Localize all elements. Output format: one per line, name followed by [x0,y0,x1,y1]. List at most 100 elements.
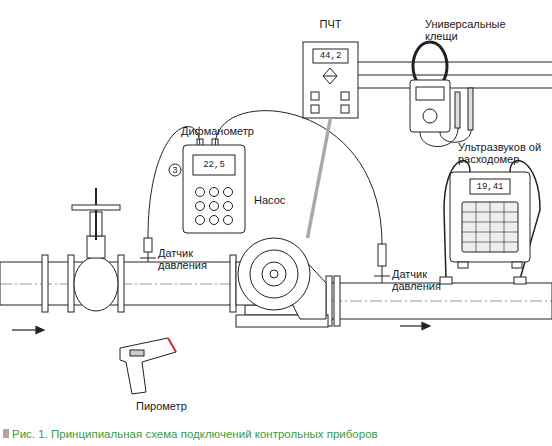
dial [423,109,437,123]
arrow-keys [323,76,337,77]
test-lead [420,128,458,147]
device-body [183,145,245,233]
centerline [330,301,552,302]
callout-number: 3 [169,165,181,175]
flange [68,255,74,312]
wire [358,62,552,63]
sensor-body [144,238,152,252]
test-probe [455,92,460,128]
pressure-sensors [140,238,390,283]
device-body [410,80,450,132]
device-heading: Насос [254,194,304,206]
foot [458,262,468,268]
sensor-valve [374,276,390,277]
sensor-valve [140,258,156,259]
key [224,202,233,211]
pump [236,238,328,327]
device-heading: ПЧТ [293,18,368,30]
pump-volute [250,250,298,298]
device-heading: Универсальные клещи [425,18,515,42]
differential-manometer: Дифманометр22,5 [183,145,245,233]
pump-impeller [262,262,286,286]
display [470,179,510,194]
key [210,188,219,197]
display-value: 44,2 [313,51,348,61]
pressure-sensor: Датчик давления [143,238,153,262]
pyrometer: Пирометр [118,338,178,394]
transducer [514,277,526,284]
transducer [440,277,452,284]
key [210,216,219,225]
flange [334,276,340,326]
flow-arrow [400,325,424,326]
key [341,105,349,113]
display [313,49,348,63]
pressure-sensor: Датчик давления [377,244,387,283]
flange [230,255,236,312]
frequency-converter: ПЧТ44,2 [303,42,358,118]
test-probe [468,88,473,130]
callout-circle [169,164,181,176]
display [193,155,235,175]
device-body [450,172,530,262]
figure-caption: Рис. 1. Принципиальная схема подключений… [12,427,378,441]
display [416,87,444,100]
power-cable [308,118,331,238]
frequency-converter [303,42,358,118]
flange [118,255,124,312]
flow-arrows [12,323,430,334]
flange [42,255,48,312]
sensor-stem [382,266,383,283]
arrow-head [422,323,430,330]
key [311,105,319,113]
clamp-meter [410,42,473,147]
pyrometer-display [130,350,144,356]
pump: Насос [240,238,330,328]
display-value: 19,41 [470,182,510,192]
valve-handwheel [72,205,120,210]
key [311,92,319,100]
wire [358,75,552,76]
valve-stem [95,188,97,240]
wire [358,88,552,89]
valve-body [74,257,118,311]
power-cable [308,118,331,238]
arrow-keys [323,68,337,84]
device-heading: Ультразвуков ой расходомер [458,141,552,165]
pyrometer-lens [168,338,176,352]
pump-volute [238,238,310,310]
pressure-tube [148,127,200,238]
ultrasonic-flowmeter: Ультразвуков ой расходомер19,41 [450,172,530,262]
ultrasonic-flowmeter [440,161,540,284]
pyrometer [120,338,176,394]
key [196,202,205,211]
display-value: 22,5 [193,160,235,170]
device-heading: Пирометр [136,400,196,412]
differential-manometer [169,139,245,233]
pressure-tube [148,127,200,238]
device-body [303,42,358,118]
key [224,216,233,225]
discharge-pipe [330,283,552,319]
foot [512,262,522,268]
test-lead [440,130,471,142]
key [224,188,233,197]
key [196,188,205,197]
flow-arrow [12,329,38,330]
device-heading: Датчик давления [392,268,440,292]
keypad [462,202,518,252]
key [196,216,205,225]
power-lines [358,62,552,88]
device-heading: Дифманометр [181,125,261,137]
key [210,202,219,211]
clamp-meter: Универсальные клещи [410,80,450,132]
pyrometer-body [120,338,176,394]
pump-shaft [270,270,278,278]
sensor-body [378,244,386,266]
device-heading: Датчик давления [158,247,206,271]
key [341,92,349,100]
caption-bullet [3,429,9,438]
